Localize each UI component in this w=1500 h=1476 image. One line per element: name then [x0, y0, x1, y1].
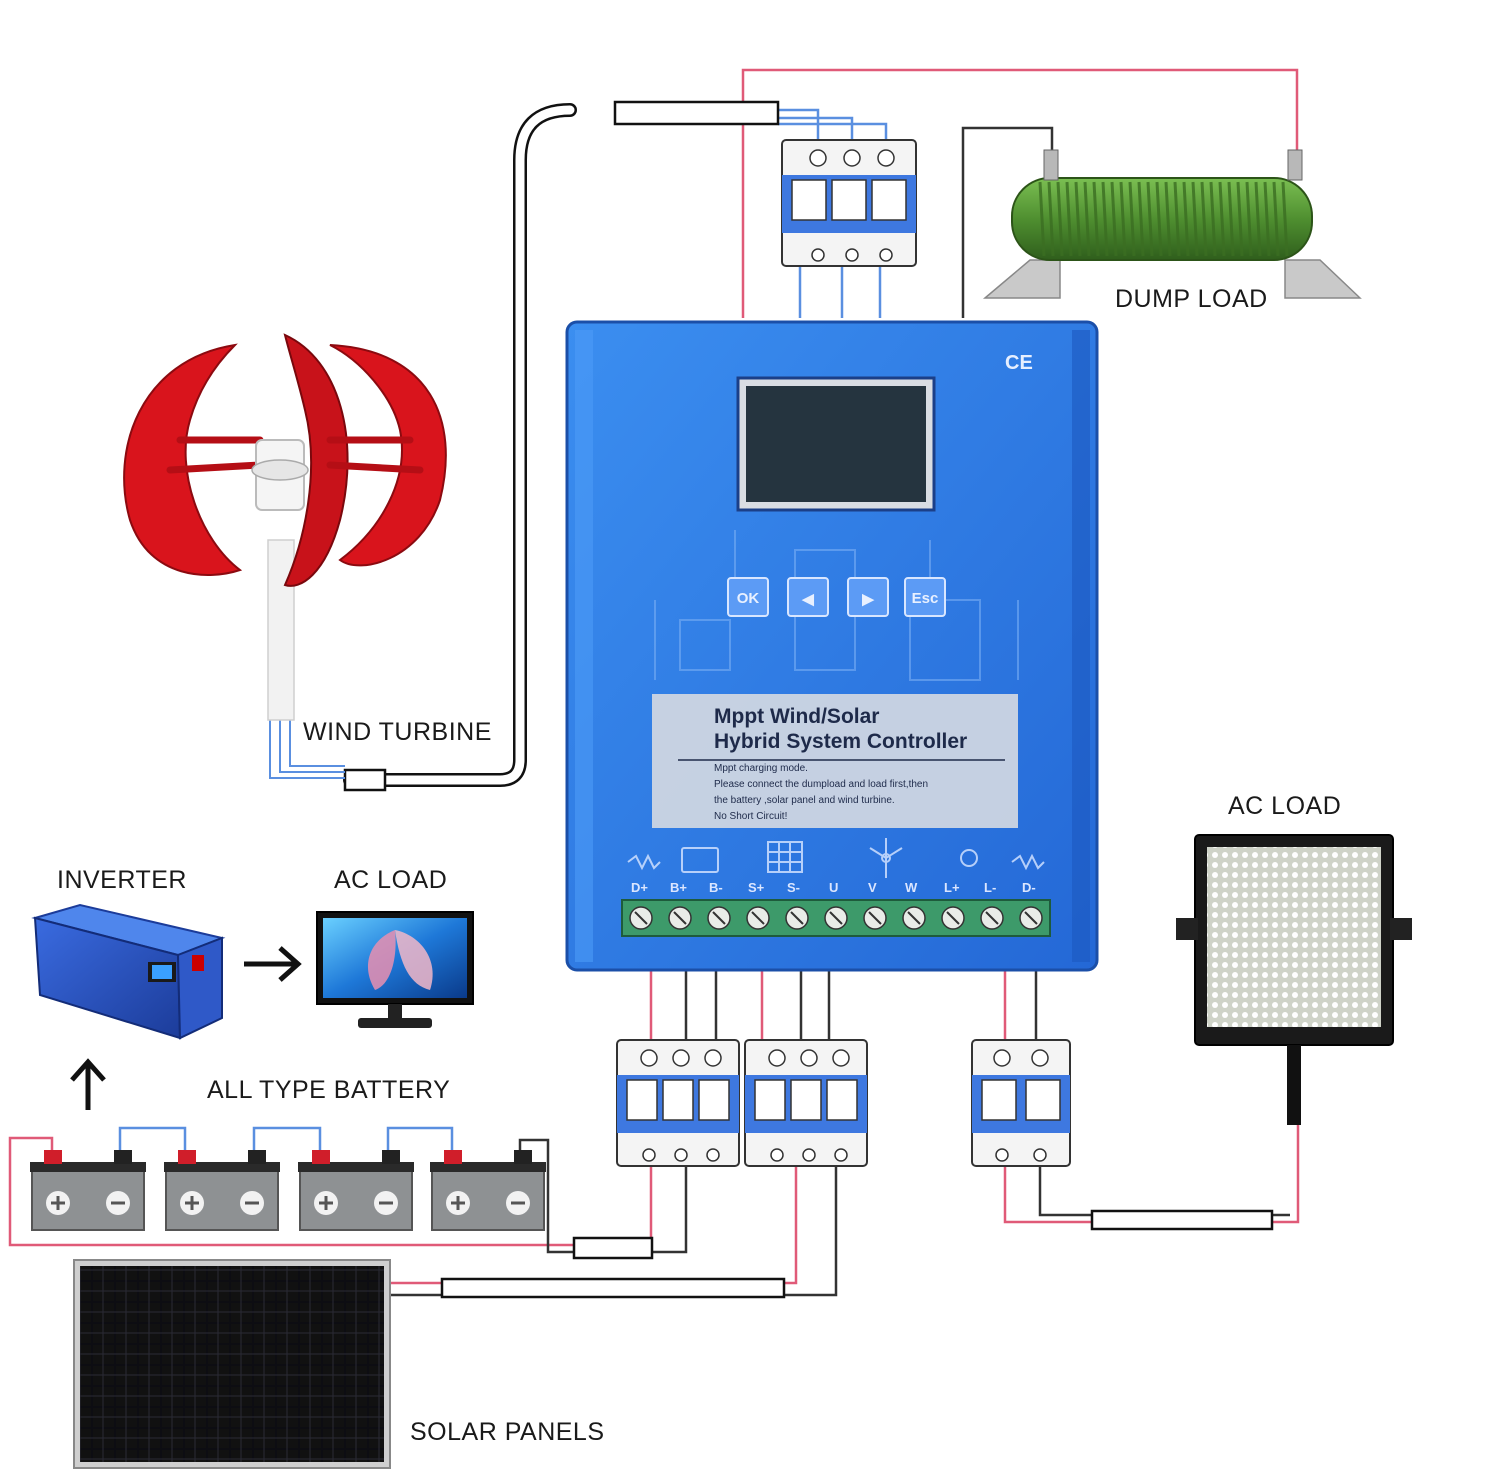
terminal-label-d-minus: D-: [1022, 880, 1036, 895]
wind-turbine-image: [123, 333, 447, 721]
plus-icon: [180, 1191, 204, 1215]
terminal-label-d-plus: D+: [631, 880, 648, 895]
monitor-image: [316, 911, 474, 1028]
terminal-label-s-minus: S-: [787, 880, 800, 895]
battery-label: ALL TYPE BATTERY: [207, 1076, 451, 1104]
ce-mark: CE: [1005, 352, 1033, 374]
terminal-label-l-minus: L-: [984, 880, 997, 895]
wire-red-dumpload: [741, 68, 1299, 318]
battery: [298, 1150, 414, 1231]
solar-panels-label: SOLAR PANELS: [410, 1418, 605, 1446]
controller-note-1: Mppt charging mode.: [714, 763, 808, 774]
wire-black-dumpload: [961, 126, 1054, 318]
controller-note-3: the battery ,solar panel and wind turbin…: [714, 795, 895, 806]
breaker-load: [971, 1039, 1071, 1167]
ok-button[interactable]: OK: [727, 577, 769, 617]
terminal-screw: [902, 906, 926, 930]
terminal-label-s-plus: S+: [748, 880, 765, 895]
led-flood-light-image: [1176, 834, 1412, 1125]
terminal-screw: [863, 906, 887, 930]
svg-text:▶: ▶: [861, 591, 875, 608]
hybrid-controller: OK ◀ ▶ Esc: [565, 320, 1099, 972]
terminal-screw: [1019, 906, 1043, 930]
minus-icon: [240, 1191, 264, 1215]
controller-title-line1: Mppt Wind/Solar: [714, 705, 880, 728]
wires: [8, 68, 1300, 1299]
dump-load-label: DUMP LOAD: [1115, 285, 1268, 313]
turbine-cable-sleeve: [613, 100, 780, 126]
battery: [30, 1150, 146, 1231]
wind-turbine-label: WIND TURBINE: [303, 718, 492, 746]
minus-icon: [374, 1191, 398, 1215]
arrow-up-icon: [70, 1058, 106, 1110]
inverter-label: INVERTER: [57, 866, 187, 894]
controller-buttons: OK ◀ ▶ Esc: [727, 577, 946, 617]
controller-note-4: No Short Circuit!: [714, 811, 788, 822]
terminal-screw: [629, 906, 653, 930]
svg-text:◀: ◀: [801, 591, 814, 608]
breaker-solar: [744, 1039, 868, 1167]
terminal-screw: [785, 906, 809, 930]
terminal-screw: [980, 906, 1004, 930]
terminal-screw: [941, 906, 965, 930]
arrow-right-icon: [244, 946, 302, 982]
esc-button[interactable]: Esc: [904, 577, 946, 617]
terminal-icons: [627, 838, 1045, 878]
wire-blue-turbine-1: [778, 108, 820, 140]
wire-blue-turbine-3: [778, 122, 888, 140]
inverter-image: [31, 903, 226, 1040]
svg-text:OK: OK: [737, 590, 760, 607]
minus-icon: [506, 1191, 530, 1215]
ac-load-label-right: AC LOAD: [1228, 792, 1342, 820]
controller-label-panel: [652, 694, 1018, 828]
dump-load-resistor: [982, 149, 1362, 299]
terminal-screw: [707, 906, 731, 930]
ac-load-label-left: AC LOAD: [334, 866, 448, 894]
battery: [430, 1150, 546, 1231]
terminal-label-b-plus: B+: [670, 880, 687, 895]
breaker-battery: [616, 1039, 740, 1167]
controller-title-line2: Hybrid System Controller: [714, 730, 968, 753]
plus-icon: [46, 1191, 70, 1215]
plus-icon: [314, 1191, 338, 1215]
terminal-label-b-minus: B-: [709, 880, 723, 895]
minus-icon: [106, 1191, 130, 1215]
terminal-screw: [668, 906, 692, 930]
terminal-screw: [746, 906, 770, 930]
battery-bank: [30, 1150, 546, 1231]
terminal-label-w: W: [905, 880, 918, 895]
right-button[interactable]: ▶: [847, 577, 889, 617]
breaker-turbine: [781, 139, 917, 267]
terminal-label-v: V: [868, 880, 877, 895]
battery: [164, 1150, 280, 1231]
terminal-screw: [824, 906, 848, 930]
controller-note-2: Please connect the dumpload and load fir…: [714, 779, 929, 790]
wind-turbine-cable: [343, 103, 577, 787]
wire-blue-turbine-2: [778, 116, 854, 140]
svg-text:Esc: Esc: [912, 590, 939, 607]
terminal-label-l-plus: L+: [944, 880, 960, 895]
terminal-label-u: U: [829, 880, 839, 895]
solar-panel-image: [73, 1259, 391, 1469]
plus-icon: [446, 1191, 470, 1215]
left-button[interactable]: ◀: [787, 577, 829, 617]
